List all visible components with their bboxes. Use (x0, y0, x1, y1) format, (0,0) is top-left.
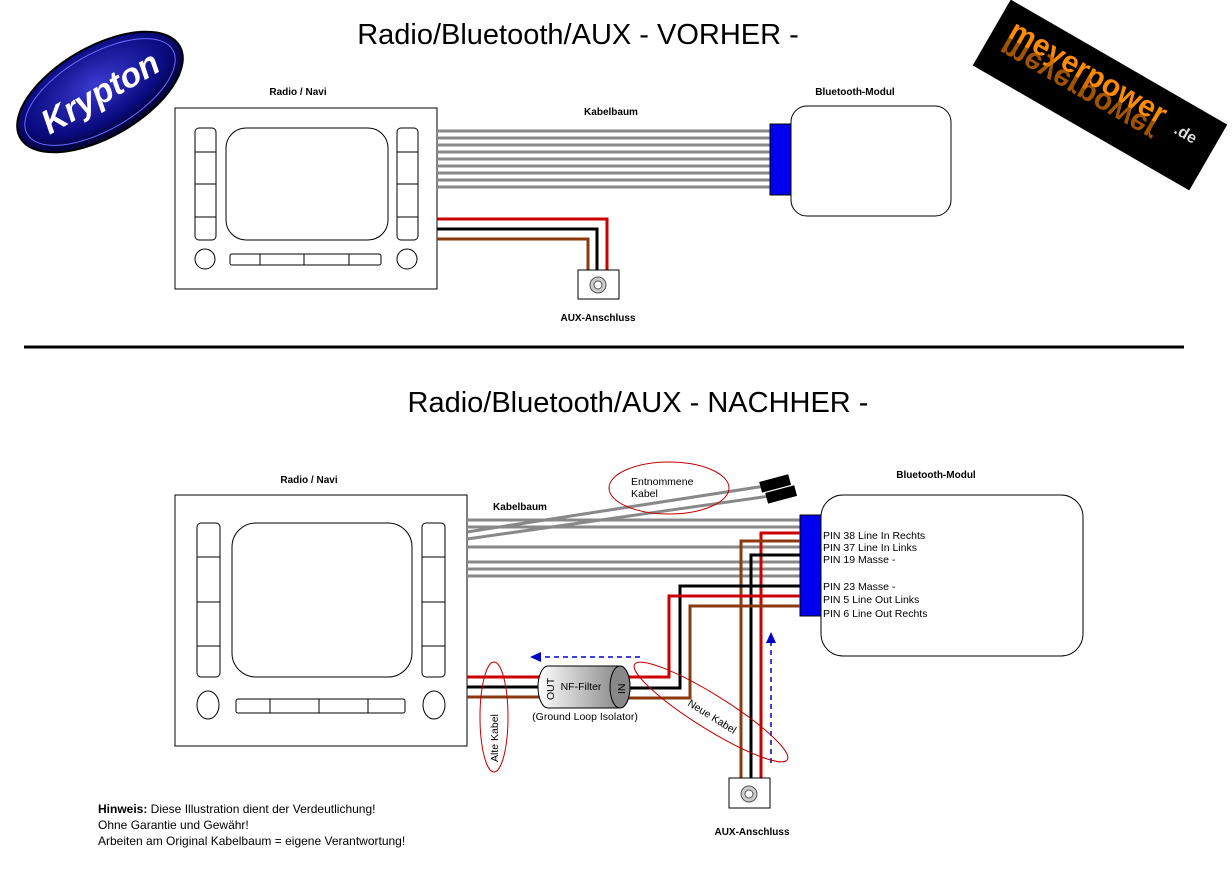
removed-cables (466, 484, 771, 541)
old-cables-annotation (479, 661, 509, 773)
krypton-logo: Krypton (16, 30, 184, 154)
after-harness (467, 518, 800, 578)
bt-to-filter-wires (628, 584, 800, 700)
disclaimer-line-2: Ohne Garantie und Gewähr! (98, 818, 249, 832)
pin-23: PIN 23 Masse - (823, 581, 896, 593)
disclaimer-text-1: Diese Illustration dient der Verdeutlich… (147, 802, 376, 816)
before-aux-jack (577, 269, 620, 300)
aux-to-bt-wires (739, 531, 800, 778)
after-radio-unit (174, 494, 468, 747)
pin-38: PIN 38 Line In Rechts (823, 530, 925, 542)
before-bt-module (790, 105, 952, 217)
old-cables-label: Alte Kabel (489, 714, 501, 762)
pin-37: PIN 37 Line In Links (823, 542, 917, 554)
before-radio-unit (174, 107, 438, 290)
after-radio-label: Radio / Navi (280, 475, 337, 486)
disclaimer-note: Hinweis: Diese Illustration dient der Ve… (98, 801, 405, 849)
before-radio-label: Radio / Navi (269, 87, 326, 98)
disclaimer-heading: Hinweis: (98, 802, 148, 816)
signal-arrow-up (766, 632, 776, 763)
pin-list: PIN 38 Line In Rechts PIN 37 Line In Lin… (823, 530, 927, 620)
after-bt-connector (799, 514, 822, 617)
before-aux-label: AUX-Anschluss (560, 313, 635, 324)
nf-filter-in: IN (616, 684, 628, 695)
new-cables-annotation (633, 661, 789, 763)
removed-cables-annotation (608, 461, 730, 515)
disclaimer-line-3: Arbeiten am Original Kabelbaum = eigene … (98, 834, 406, 848)
new-cables-label: Neue Kabel (685, 697, 738, 736)
title-before: Radio/Bluetooth/AUX - VORHER - (357, 19, 799, 51)
removed-cables-line2: Kabel (631, 488, 658, 500)
removed-cables-line1: Entnommene (631, 476, 694, 488)
title-after: Radio/Bluetooth/AUX - NACHHER - (408, 387, 869, 419)
nf-filter (537, 665, 631, 709)
after-bt-module (820, 494, 1084, 657)
pin-6: PIN 6 Line Out Rechts (823, 608, 927, 620)
before-bt-label: Bluetooth-Modul (815, 87, 895, 98)
pin-19: PIN 19 Masse - (823, 554, 896, 566)
before-harness-label: Kabelbaum (584, 107, 638, 118)
after-aux-label: AUX-Anschluss (714, 827, 789, 838)
nf-filter-subtitle: (Ground Loop Isolator) (532, 711, 638, 723)
disclaimer-line-1: Hinweis: Diese Illustration dient der Ve… (98, 801, 405, 817)
after-harness-label: Kabelbaum (493, 502, 547, 513)
before-bt-connector (769, 123, 792, 196)
nf-filter-label: NF-Filter (561, 681, 602, 693)
before-aux-wires (437, 217, 609, 270)
meyerpower-logo: meyerpower meyerpower .de (972, 0, 1228, 191)
before-harness (437, 129, 772, 189)
signal-arrow-left (530, 652, 640, 662)
removed-cable-plugs (759, 474, 798, 504)
nf-filter-out: OUT (545, 677, 557, 700)
pin-5: PIN 5 Line Out Links (823, 594, 919, 606)
after-aux-jack (728, 777, 771, 809)
filter-to-radio-wires (467, 675, 540, 699)
after-bt-label: Bluetooth-Modul (896, 470, 976, 481)
